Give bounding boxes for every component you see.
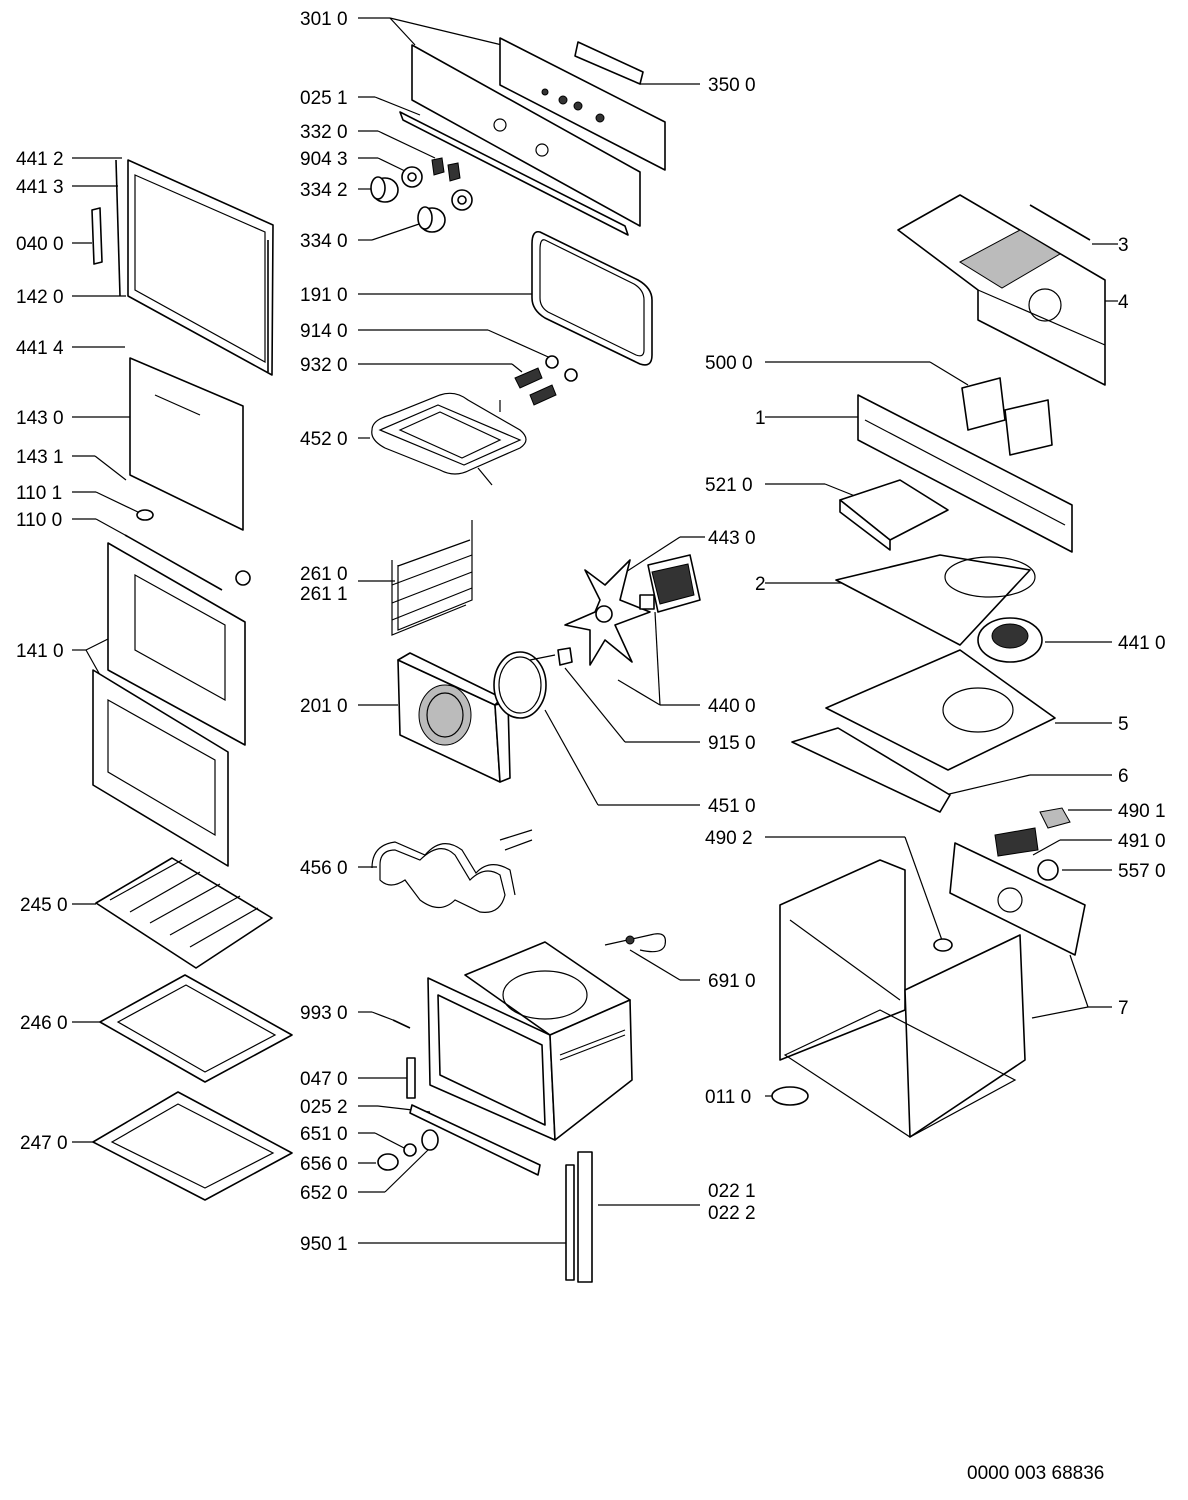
leader-lines [72, 17, 1118, 1244]
label-491-0: 491 0 [1118, 831, 1166, 852]
label-4: 4 [1118, 292, 1129, 313]
label-993-0: 993 0 [300, 1003, 348, 1024]
label-047-0: 047 0 [300, 1069, 348, 1090]
housing-parts [771, 194, 1106, 1138]
door-parts [91, 159, 274, 867]
label-332-0: 332 0 [300, 122, 348, 143]
label-247-0: 247 0 [20, 1133, 68, 1154]
label-141-0: 141 0 [16, 641, 64, 662]
door-seal [531, 230, 653, 366]
label-490-2: 490 2 [705, 828, 753, 849]
electronic-module [574, 41, 644, 85]
label-456-0: 456 0 [300, 858, 348, 879]
label-5: 5 [1118, 714, 1129, 735]
label-904-3: 904 3 [300, 149, 348, 170]
label-7: 7 [1118, 998, 1129, 1019]
label-110-0: 110 0 [16, 510, 62, 531]
label-2: 2 [755, 574, 766, 595]
label-011-0: 011 0 [705, 1087, 751, 1108]
label-143-1: 143 1 [16, 447, 64, 468]
label-246-0: 246 0 [20, 1013, 68, 1034]
label-142-0: 142 0 [16, 287, 64, 308]
bottom-heater [371, 829, 533, 913]
label-301-0: 301 0 [300, 9, 348, 30]
label-1: 1 [755, 408, 766, 429]
label-334-0: 334 0 [300, 231, 348, 252]
label-441-3: 441 3 [16, 177, 64, 198]
label-521-0: 521 0 [705, 475, 753, 496]
meat-probe [604, 933, 667, 953]
knobs [370, 157, 473, 233]
side-racks [391, 520, 473, 636]
label-025-1: 025 1 [300, 88, 348, 109]
trays [92, 857, 293, 1201]
label-022-2: 022 2 [708, 1203, 756, 1224]
label-143-0: 143 0 [16, 408, 64, 429]
label-652-0: 652 0 [300, 1183, 348, 1204]
label-110-1: 110 1 [16, 483, 62, 504]
label-441-0: 441 0 [1118, 633, 1166, 654]
label-334-2: 334 2 [300, 180, 348, 201]
part-labels: 301 0 025 1 332 0 904 3 334 2 334 0 191 … [16, 9, 1166, 1484]
label-441-4: 441 4 [16, 338, 64, 359]
small-parts [377, 1019, 593, 1283]
label-022-1: 022 1 [708, 1181, 756, 1202]
label-915-0: 915 0 [708, 733, 756, 754]
fan-assembly [493, 554, 701, 719]
label-040-0: 040 0 [16, 234, 64, 255]
oven-cavity [427, 941, 633, 1141]
top-heater [371, 355, 578, 486]
label-451-0: 451 0 [708, 796, 756, 817]
label-443-0: 443 0 [708, 528, 756, 549]
label-6: 6 [1118, 766, 1129, 787]
document-number: 0000 003 68836 [967, 1463, 1104, 1484]
label-932-0: 932 0 [300, 355, 348, 376]
label-452-0: 452 0 [300, 429, 348, 450]
control-panel [399, 37, 666, 236]
label-441-2: 441 2 [16, 149, 64, 170]
label-191-0: 191 0 [300, 285, 348, 306]
label-261-0: 261 0 [300, 564, 348, 585]
label-261-1: 261 1 [300, 584, 348, 605]
label-914-0: 914 0 [300, 321, 348, 342]
label-201-0: 201 0 [300, 696, 348, 717]
label-025-2: 025 2 [300, 1097, 348, 1118]
label-651-0: 651 0 [300, 1124, 348, 1145]
label-440-0: 440 0 [708, 696, 756, 717]
label-245-0: 245 0 [20, 895, 68, 916]
label-3: 3 [1118, 235, 1129, 256]
label-557-0: 557 0 [1118, 861, 1166, 882]
label-350-0: 350 0 [708, 75, 756, 96]
label-490-1: 490 1 [1118, 801, 1166, 822]
label-656-0: 656 0 [300, 1154, 348, 1175]
fan-cover [397, 652, 511, 783]
label-500-0: 500 0 [705, 353, 753, 374]
fan-nut [557, 647, 573, 666]
label-950-1: 950 1 [300, 1234, 348, 1255]
label-691-0: 691 0 [708, 971, 756, 992]
